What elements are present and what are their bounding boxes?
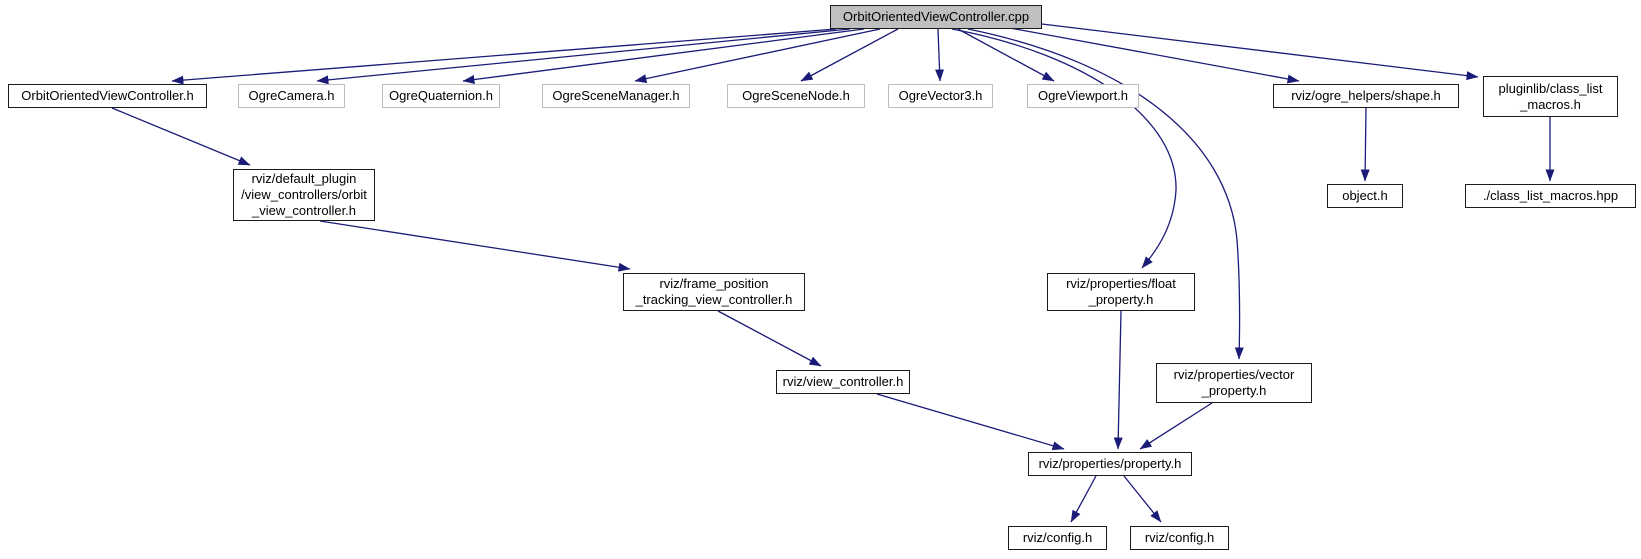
edge-property-h-to-config-h-left bbox=[1070, 475, 1097, 523]
edge-orbit-oriented-view-controller-cpp-to-ogre-quaternion-h bbox=[462, 28, 865, 84]
graph-node-orbit-oriented-view-controller-h[interactable]: OrbitOrientedViewController.h bbox=[8, 84, 207, 108]
edge-orbit-oriented-view-controller-h-to-orbit-view-controller-h bbox=[111, 107, 251, 166]
edge-orbit-oriented-view-controller-cpp-to-ogre-scene-manager-h bbox=[634, 28, 881, 84]
edge-orbit-oriented-view-controller-cpp-to-vector-property-h bbox=[967, 28, 1244, 360]
edge-orbit-oriented-view-controller-cpp-to-float-property-h bbox=[951, 28, 1177, 269]
graph-node-view-controller-h[interactable]: rviz/view_controller.h bbox=[776, 370, 910, 394]
graph-node-vector-property-h[interactable]: rviz/properties/vector _property.h bbox=[1156, 363, 1312, 403]
graph-node-ogre-scene-manager-h: OgreSceneManager.h bbox=[542, 84, 690, 108]
edge-orbit-oriented-view-controller-cpp-to-ogre-viewport-h bbox=[957, 28, 1055, 82]
graph-node-property-h[interactable]: rviz/properties/property.h bbox=[1028, 452, 1192, 476]
edge-orbit-oriented-view-controller-cpp-to-rviz-ogre-helpers-shape-h bbox=[1009, 27, 1300, 84]
edge-orbit-oriented-view-controller-cpp-to-ogre-vector3-h bbox=[935, 28, 945, 82]
edge-float-property-h-to-property-h bbox=[1113, 310, 1123, 450]
edge-rviz-ogre-helpers-shape-h-to-object-h bbox=[1360, 107, 1370, 182]
edge-orbit-oriented-view-controller-cpp-to-orbit-oriented-view-controller-h bbox=[171, 28, 837, 85]
graph-node-class-list-macros-hpp[interactable]: ./class_list_macros.hpp bbox=[1465, 184, 1636, 208]
graph-node-ogre-viewport-h: OgreViewport.h bbox=[1027, 84, 1139, 108]
graph-node-object-h[interactable]: object.h bbox=[1327, 184, 1403, 208]
graph-node-ogre-camera-h: OgreCamera.h bbox=[238, 84, 345, 108]
edge-orbit-view-controller-h-to-frame-position-tracking-view-controller-h bbox=[319, 220, 631, 272]
graph-node-orbit-view-controller-h[interactable]: rviz/default_plugin /view_controllers/or… bbox=[233, 169, 375, 221]
graph-node-ogre-scene-node-h: OgreSceneNode.h bbox=[727, 84, 865, 108]
graph-node-float-property-h[interactable]: rviz/properties/float _property.h bbox=[1047, 273, 1195, 311]
graph-node-pluginlib-class-list-macros-h[interactable]: pluginlib/class_list _macros.h bbox=[1483, 76, 1618, 117]
graph-node-rviz-ogre-helpers-shape-h[interactable]: rviz/ogre_helpers/shape.h bbox=[1273, 84, 1459, 108]
graph-node-frame-position-tracking-view-controller-h[interactable]: rviz/frame_position _tracking_view_contr… bbox=[623, 273, 805, 311]
graph-node-config-h-left[interactable]: rviz/config.h bbox=[1008, 526, 1107, 550]
edge-orbit-oriented-view-controller-cpp-to-pluginlib-class-list-macros-h bbox=[1041, 23, 1479, 81]
graph-node-orbit-oriented-view-controller-cpp: OrbitOrientedViewController.cpp bbox=[830, 5, 1042, 29]
edge-view-controller-h-to-property-h bbox=[876, 393, 1065, 451]
edge-orbit-oriented-view-controller-cpp-to-ogre-camera-h bbox=[316, 28, 851, 85]
graph-node-config-h-right[interactable]: rviz/config.h bbox=[1130, 526, 1229, 550]
edge-frame-position-tracking-view-controller-h-to-view-controller-h bbox=[717, 310, 822, 367]
graph-node-ogre-quaternion-h: OgreQuaternion.h bbox=[382, 84, 500, 108]
graph-node-ogre-vector3-h: OgreVector3.h bbox=[888, 84, 993, 108]
edge-orbit-oriented-view-controller-cpp-to-ogre-scene-node-h bbox=[800, 28, 899, 82]
edge-property-h-to-config-h-right bbox=[1123, 475, 1162, 523]
edge-vector-property-h-to-property-h bbox=[1139, 402, 1213, 450]
